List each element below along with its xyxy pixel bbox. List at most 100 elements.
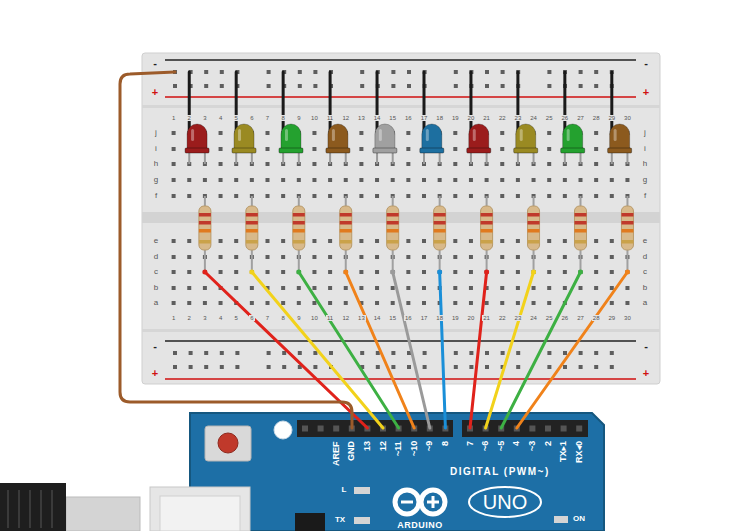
column-number-holder: 30 xyxy=(623,315,632,321)
breadboard-hole xyxy=(234,194,238,198)
resistor-band xyxy=(528,229,540,233)
rail-hole xyxy=(423,365,427,369)
pin-label: ~10 xyxy=(410,441,419,456)
breadboard-hole xyxy=(219,194,223,198)
column-number: 4 xyxy=(218,315,223,321)
breadboard-hole xyxy=(312,194,316,198)
rail-hole xyxy=(391,351,395,355)
breadboard-hole xyxy=(359,239,363,243)
column-number-holder: 22 xyxy=(498,115,507,121)
usb-port xyxy=(150,487,250,531)
rail-hole xyxy=(454,365,458,369)
resistor-band xyxy=(387,240,399,244)
column-number: 28 xyxy=(592,315,601,321)
rail-plus: + xyxy=(152,87,158,98)
breadboard-hole xyxy=(266,131,270,135)
rail-hole xyxy=(267,84,271,88)
led-body xyxy=(516,124,536,150)
column-number-holder: 29 xyxy=(607,315,616,321)
rail-hole xyxy=(360,70,364,74)
column-number: 2 xyxy=(187,315,192,321)
breadboard-hole xyxy=(594,131,598,135)
led-body xyxy=(469,124,489,150)
breadboard-hole xyxy=(516,270,520,274)
rail-hole xyxy=(610,365,614,369)
column-number-holder: 13 xyxy=(357,115,366,121)
rail-minus: - xyxy=(644,341,648,352)
rail-hole xyxy=(204,70,208,74)
column-number-holder: 12 xyxy=(341,115,350,121)
resistor-band xyxy=(621,229,633,233)
row-letter: c xyxy=(153,268,159,276)
column-number: 10 xyxy=(310,315,319,321)
board-heading: DIGITAL (PWM~) xyxy=(450,467,550,477)
breadboard-hole xyxy=(406,178,410,182)
breadboard-hole xyxy=(500,178,504,182)
row-letter: e xyxy=(642,237,648,245)
column-number: 1 xyxy=(171,115,176,121)
ground-jumper xyxy=(282,72,285,130)
breadboard-hole xyxy=(563,239,567,243)
pin-label: ~6 xyxy=(481,441,490,451)
row-letter: g xyxy=(153,176,159,184)
resistor-band xyxy=(575,213,587,217)
breadboard-hole xyxy=(375,239,379,243)
breadboard-hole xyxy=(297,178,301,182)
pin-label: ~3 xyxy=(528,441,537,451)
breadboard-hole xyxy=(312,301,316,305)
column-number: 27 xyxy=(576,115,585,121)
rail-hole xyxy=(594,351,598,355)
row-letter: j xyxy=(643,129,647,137)
header-pin xyxy=(545,426,551,432)
breadboard-hole xyxy=(281,301,285,305)
breadboard-hole xyxy=(469,270,473,274)
jumper-wire xyxy=(470,272,487,428)
breadboard-hole xyxy=(594,270,598,274)
breadboard-hole xyxy=(625,178,629,182)
breadboard-hole xyxy=(485,301,489,305)
breadboard-hole xyxy=(219,239,223,243)
led-highlight xyxy=(285,129,288,141)
row-letter: h xyxy=(153,160,159,168)
breadboard-hole xyxy=(203,301,207,305)
rail-hole xyxy=(501,84,505,88)
breadboard-hole xyxy=(375,270,379,274)
breadboard-hole xyxy=(328,270,332,274)
breadboard-hole xyxy=(453,301,457,305)
column-number-holder: 3 xyxy=(202,115,207,121)
wires xyxy=(120,72,630,428)
breadboard-hole xyxy=(187,194,191,198)
pin-label-holder: AREF xyxy=(332,441,341,466)
breadboard-hole xyxy=(172,178,176,182)
breadboard-hole xyxy=(516,255,520,259)
rail-hole xyxy=(313,365,317,369)
breadboard-hole xyxy=(406,270,410,274)
led-flange xyxy=(467,148,491,153)
breadboard-hole xyxy=(375,178,379,182)
breadboard-hole xyxy=(312,131,316,135)
breadboard-hole xyxy=(406,147,410,151)
pin-label-holder: ~10 xyxy=(410,441,419,456)
breadboard-hole xyxy=(281,270,285,274)
breadboard-hole xyxy=(250,178,254,182)
row-letter-holder: a xyxy=(153,299,159,307)
led-body xyxy=(422,124,442,150)
pin-label-holder: GND xyxy=(347,441,356,461)
breadboard-hole xyxy=(594,255,598,259)
rail-hole xyxy=(407,365,411,369)
led-highlight xyxy=(426,129,429,141)
led-body xyxy=(234,124,254,150)
jack-ridge xyxy=(29,490,31,528)
led-label: TX xyxy=(335,516,345,524)
wire-end xyxy=(531,270,536,275)
pin-label: ~11 xyxy=(394,441,403,456)
column-number-holder: 17 xyxy=(420,315,429,321)
row-letter: b xyxy=(642,284,648,292)
column-number: 20 xyxy=(467,115,476,121)
breadboard-hole xyxy=(610,255,614,259)
breadboard-hole xyxy=(312,270,316,274)
led-highlight xyxy=(379,129,382,141)
row-letter-holder: j xyxy=(154,129,158,137)
rail-hole xyxy=(485,351,489,355)
column-number-holder: 18 xyxy=(435,115,444,121)
